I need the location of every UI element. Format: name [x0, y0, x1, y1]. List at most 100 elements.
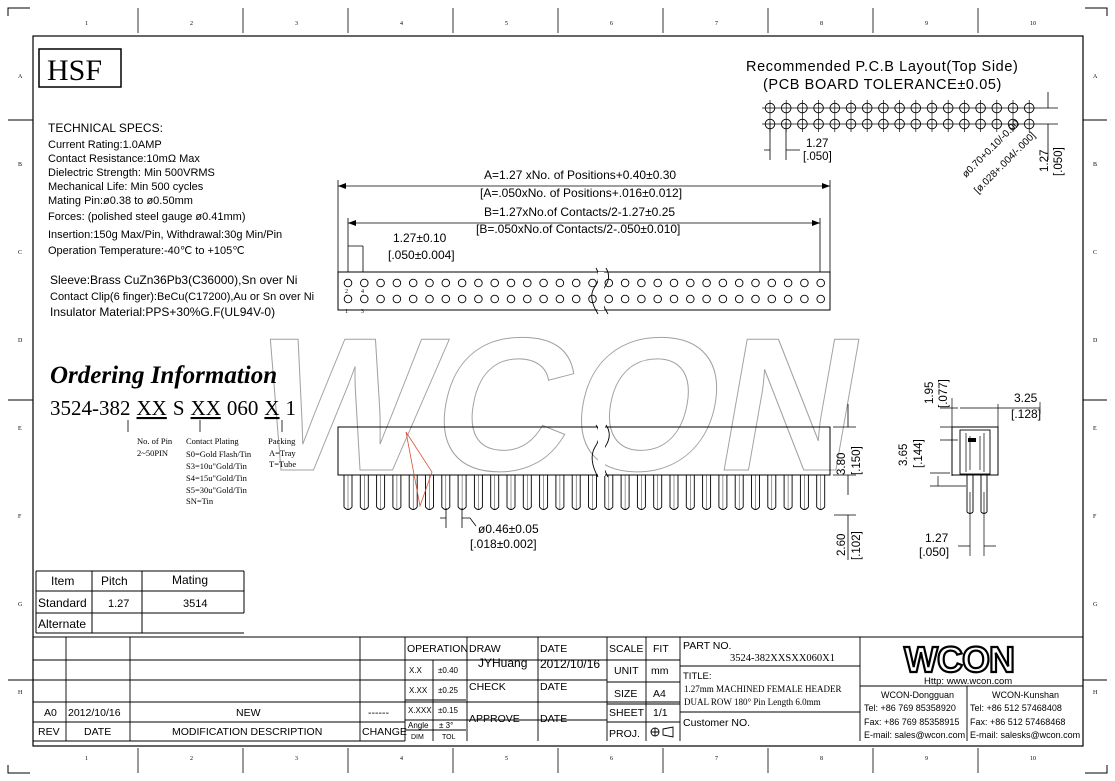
spec-line: Contact Resistance:10mΩ Max [48, 153, 200, 165]
plating-label: Contact Plating S0=Gold Flash/Tin S3=10u… [186, 436, 253, 506]
column-number: 2 [190, 21, 193, 27]
watermark: WCON [239, 298, 879, 511]
row-letter: G [18, 602, 23, 608]
scale-label: SCALE [609, 643, 643, 655]
contact-hole [490, 294, 499, 304]
end-view: 1.95 [.077] 3.25 [.128] 3.65 [.144] 1.27… [898, 379, 1041, 559]
end-width-in: [.128] [1011, 407, 1041, 421]
column-number: 8 [820, 756, 823, 762]
contact-hole [523, 294, 532, 304]
column-number: 5 [505, 21, 508, 27]
top-pitch-in: [.050±0.004] [388, 248, 455, 262]
side-view: 3.80 [.150] 2.60 [.102] ø0.46±0.05 [.018… [337, 404, 863, 560]
row-letter: C [18, 250, 22, 256]
dim-b-in: [B=.050xNo.of Contacts/2-.050±0.010] [476, 222, 680, 236]
end-mid-in: [.144] [913, 439, 925, 468]
mating-cell: Alternate [38, 617, 86, 631]
spec-line: Mating Pin:ø0.38 to ø0.50mm [48, 195, 193, 207]
end-top-in: [.077] [938, 379, 950, 408]
dg-name: WCON-Dongguan [881, 690, 954, 700]
contact-hole [571, 278, 581, 288]
tol-val: ±0.25 [438, 686, 459, 695]
column-number: 1 [85, 756, 88, 762]
title-line-2: DUAL ROW 180° Pin Length 6.0mm [684, 697, 821, 707]
end-width: 3.25 [1014, 391, 1038, 405]
part-no-label: PART NO. [683, 640, 731, 652]
row-letter: F [18, 514, 22, 520]
website: Http: www.wcon.com [924, 676, 1012, 687]
wcon-logo: WCON [904, 639, 1014, 680]
column-number: 6 [610, 756, 613, 762]
operation-label: OPERATION [407, 643, 468, 655]
draw-name: JYHuang [478, 656, 527, 670]
contact-hole [604, 294, 614, 304]
row-letter: A [18, 74, 23, 80]
contact-hole [408, 278, 418, 288]
tol-dim: DIM [411, 734, 424, 741]
approve-label: APPROVE [469, 713, 520, 725]
contact-hole [751, 294, 760, 304]
pcb-layout: Recommended P.C.B Layout(Top Side) (PCB … [746, 59, 1065, 196]
column-number: 3 [295, 756, 298, 762]
contact-hole [702, 278, 711, 288]
side-height: 3.80 [836, 453, 848, 475]
spec-line: Operation Temperature:-40℃ to +105℃ [48, 245, 245, 257]
rev-date: 2012/10/16 [68, 707, 121, 719]
watermark-text: WCON [240, 298, 879, 510]
size-label: SIZE [614, 688, 637, 700]
side-dia: ø0.46±0.05 [478, 522, 539, 536]
contact-hole [523, 278, 532, 288]
column-number: 10 [1030, 21, 1036, 27]
end-pitch: 1.27 [925, 531, 949, 545]
tol-val: ± 3° [439, 721, 453, 730]
contact-hole [457, 278, 467, 288]
contact-hole [408, 294, 418, 304]
mating-header: Mating [172, 573, 208, 587]
material-line: Sleeve:Brass CuZn36Pb3(C36000),Sn over N… [50, 273, 297, 287]
contact-hole [474, 278, 483, 288]
column-number: 9 [925, 756, 928, 762]
column-number: 2 [190, 756, 193, 762]
side-height-in: [.150] [851, 446, 863, 475]
rev-header: REV [38, 726, 60, 738]
title-line-1: 1.27mm MACHINED FEMALE HEADER [684, 684, 842, 694]
contact-hole [555, 294, 565, 304]
contact-hole [392, 294, 402, 304]
side-dia-in: [.018±0.002] [470, 537, 537, 551]
contact-hole [620, 278, 630, 288]
mating-cell: Standard [38, 596, 87, 610]
customer-label: Customer NO. [683, 717, 750, 729]
sheet-value: 1/1 [653, 707, 668, 719]
tol-dim: X.XX [409, 686, 428, 695]
projection-symbol-icon [650, 726, 674, 738]
contact-hole [604, 278, 614, 288]
dg-fax: Fax: +86 769 85358915 [864, 717, 959, 727]
column-number: 9 [925, 21, 928, 27]
dg-tel: Tel: +86 769 85358920 [864, 703, 956, 713]
contact-hole [571, 294, 581, 304]
hsf-logo: HSF [38, 48, 122, 88]
mating-cell: 3514 [183, 598, 207, 610]
spec-line: Mechanical Life: Min 500 cycles [48, 181, 204, 193]
column-number: 8 [820, 21, 823, 27]
contact-hole [588, 278, 597, 288]
contact-hole [816, 294, 825, 304]
column-number: 1 [85, 21, 88, 27]
dim-a-in: [A=.050xNo. of Positions+.016±0.012] [480, 186, 682, 200]
column-number: 10 [1030, 756, 1036, 762]
date-label: DATE [540, 713, 567, 725]
contact-hole [441, 294, 451, 304]
size-value: A4 [653, 688, 666, 700]
tol-val: ±0.40 [438, 666, 459, 675]
pcb-pitch-in: [.050] [803, 151, 832, 163]
spec-line: Dielectric Strength: Min 500VRMS [48, 167, 215, 179]
technical-specs: TECHNICAL SPECS: Current Rating:1.0AMP C… [48, 121, 314, 319]
spec-line: Insertion:150g Max/Pin, Withdrawal:30g M… [48, 229, 282, 241]
contact-hole [734, 278, 744, 288]
contact-hole [620, 294, 630, 304]
contact-hole [767, 294, 777, 304]
contact-hole [686, 278, 695, 288]
